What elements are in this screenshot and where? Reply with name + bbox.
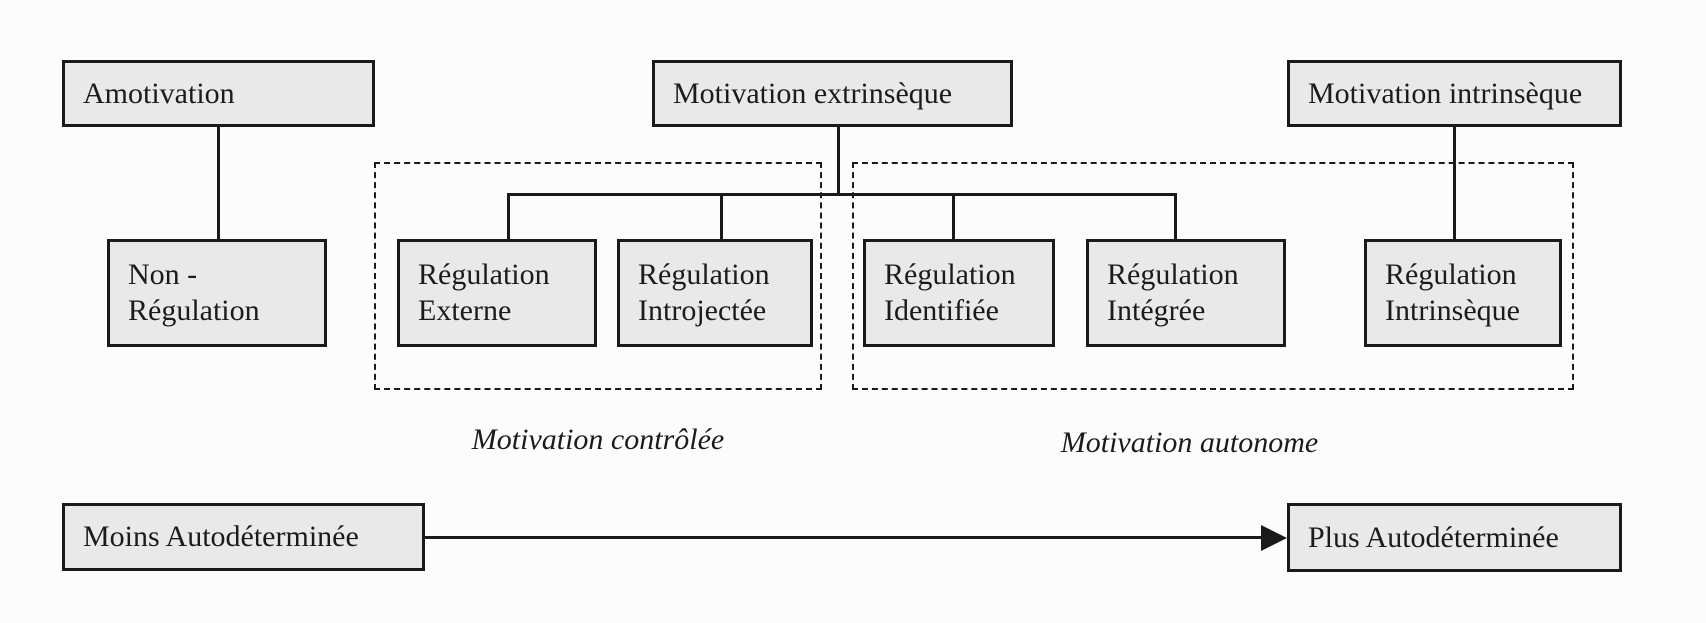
connector-amotivation-to-nonregulation xyxy=(217,127,220,239)
connector-stub-integree xyxy=(1174,193,1177,240)
box-non-regulation: Non - Régulation xyxy=(107,239,327,347)
box-motivation-intrinseque-label: Motivation intrinsèque xyxy=(1308,76,1583,110)
box-regulation-externe: Régulation Externe xyxy=(397,239,597,347)
box-regulation-identifiee-line1: Régulation xyxy=(884,258,1016,291)
label-motivation-controlee: Motivation contrôlée xyxy=(471,423,725,456)
connector-stub-externe xyxy=(507,193,510,240)
connector-extrinseque-drop xyxy=(837,127,840,194)
box-non-regulation-line2: Régulation xyxy=(128,294,260,327)
box-regulation-externe-line2: Externe xyxy=(418,294,512,327)
box-regulation-introjectee: Régulation Introjectée xyxy=(617,239,813,347)
label-motivation-autonome: Motivation autonome xyxy=(1060,426,1319,459)
connector-extrinseque-horizontal xyxy=(507,193,1177,196)
group-motivation-controlee-outline xyxy=(374,162,822,390)
box-amotivation: Amotivation xyxy=(62,60,375,127)
box-regulation-identifiee: Régulation Identifiée xyxy=(863,239,1055,347)
box-regulation-integree: Régulation Intégrée xyxy=(1086,239,1286,347)
box-regulation-introjectee-line1: Régulation xyxy=(638,258,770,291)
box-moins-autodeterminee-label: Moins Autodéterminée xyxy=(83,520,359,553)
box-regulation-intrinseque-line1: Régulation xyxy=(1385,258,1517,291)
connector-stub-introjectee xyxy=(720,193,723,240)
connector-stub-identifiee xyxy=(952,193,955,240)
box-plus-autodeterminee: Plus Autodéterminée xyxy=(1287,503,1622,572)
box-moins-autodeterminee: Moins Autodéterminée xyxy=(62,503,425,571)
box-amotivation-label: Amotivation xyxy=(83,76,235,110)
group-motivation-autonome-outline xyxy=(852,162,1574,390)
box-regulation-externe-line1: Régulation xyxy=(418,258,550,291)
box-regulation-intrinseque: Régulation Intrinsèque xyxy=(1364,239,1562,347)
continuum-arrowhead-icon xyxy=(1261,525,1287,551)
box-motivation-extrinseque: Motivation extrinsèque xyxy=(652,60,1013,127)
box-regulation-intrinseque-line2: Intrinsèque xyxy=(1385,294,1520,327)
box-motivation-intrinseque: Motivation intrinsèque xyxy=(1287,60,1622,127)
box-non-regulation-line1: Non - xyxy=(128,258,198,291)
box-regulation-introjectee-line2: Introjectée xyxy=(638,294,767,327)
box-plus-autodeterminee-label: Plus Autodéterminée xyxy=(1308,520,1559,554)
box-regulation-integree-line2: Intégrée xyxy=(1107,294,1206,327)
box-regulation-integree-line1: Régulation xyxy=(1107,258,1239,291)
connector-intrinseque-to-regulation xyxy=(1453,127,1456,239)
box-motivation-extrinseque-label: Motivation extrinsèque xyxy=(673,76,953,110)
box-regulation-identifiee-line2: Identifiée xyxy=(884,294,999,327)
continuum-arrow-shaft xyxy=(425,536,1262,539)
